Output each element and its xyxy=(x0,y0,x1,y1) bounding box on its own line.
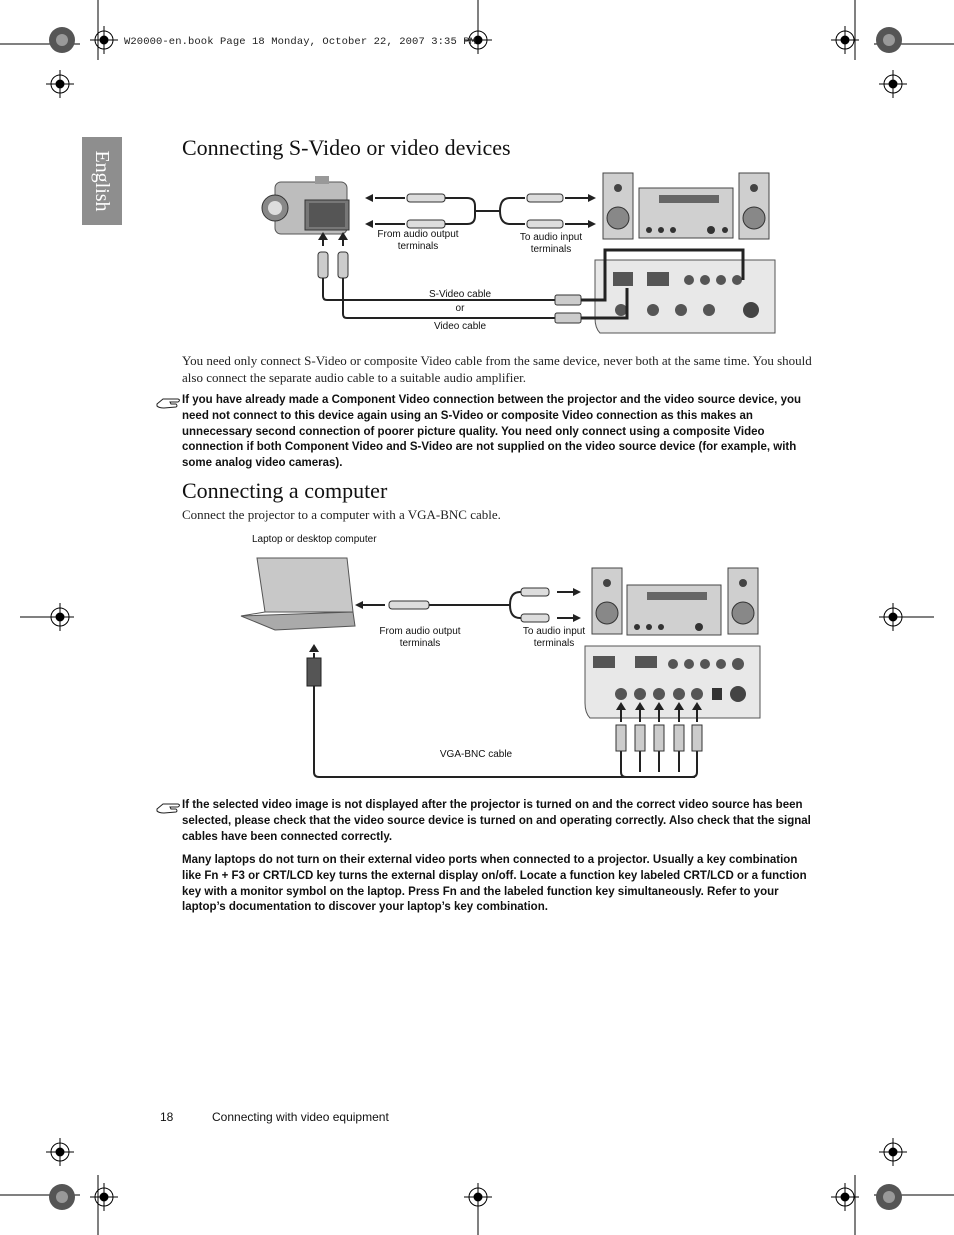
page-number: 18 xyxy=(160,1110,174,1124)
camcorder-icon xyxy=(261,176,350,235)
computer-connection-diagram xyxy=(235,550,775,780)
amplifier-icon xyxy=(626,584,722,636)
registration-mark-icon xyxy=(46,26,907,1211)
speaker-icon xyxy=(591,567,759,635)
footer-chapter: Connecting with video equipment xyxy=(212,1110,389,1124)
svideo-paragraph: You need only connect S-Video or composi… xyxy=(182,353,812,385)
label-audio-output: From audio output terminals xyxy=(377,229,459,252)
note-video-not-displayed: If the selected video image is not displ… xyxy=(182,799,811,843)
label-or: or xyxy=(455,303,465,314)
language-tab: English xyxy=(82,137,122,225)
section-title-computer: Connecting a computer xyxy=(182,478,388,503)
note-component-video: If you have already made a Component Vid… xyxy=(182,394,802,470)
label-video-cable: Video cable xyxy=(433,321,487,332)
label-vga-bnc-cable: VGA-BNC cable xyxy=(439,749,513,760)
print-header: W20000-en.book Page 18 Monday, October 2… xyxy=(124,36,477,48)
speaker-icon xyxy=(602,172,770,240)
computer-intro: Connect the projector to a computer with… xyxy=(182,507,501,522)
note-hand-icon xyxy=(156,395,182,416)
amplifier-icon xyxy=(638,187,734,239)
section-title-svideo: Connecting S-Video or video devices xyxy=(182,135,511,160)
laptop-icon xyxy=(240,557,356,631)
color-target-icon xyxy=(49,27,902,1210)
projector-panel-icon xyxy=(584,645,761,719)
note-hand-icon xyxy=(156,800,182,821)
projector-panel-icon xyxy=(594,259,776,334)
label-audio-input-2: To audio input terminals xyxy=(522,626,586,649)
language-tab-label: English xyxy=(91,150,113,212)
label-audio-input: To audio input terminals xyxy=(519,232,583,255)
label-computer: Laptop or desktop computer xyxy=(252,534,377,545)
svideo-connection-diagram xyxy=(255,168,785,340)
label-svideo-cable: S-Video cable xyxy=(428,289,492,300)
note-laptop-external-port: Many laptops do not turn on their extern… xyxy=(182,854,807,914)
label-audio-output-2: From audio output terminals xyxy=(379,626,461,649)
